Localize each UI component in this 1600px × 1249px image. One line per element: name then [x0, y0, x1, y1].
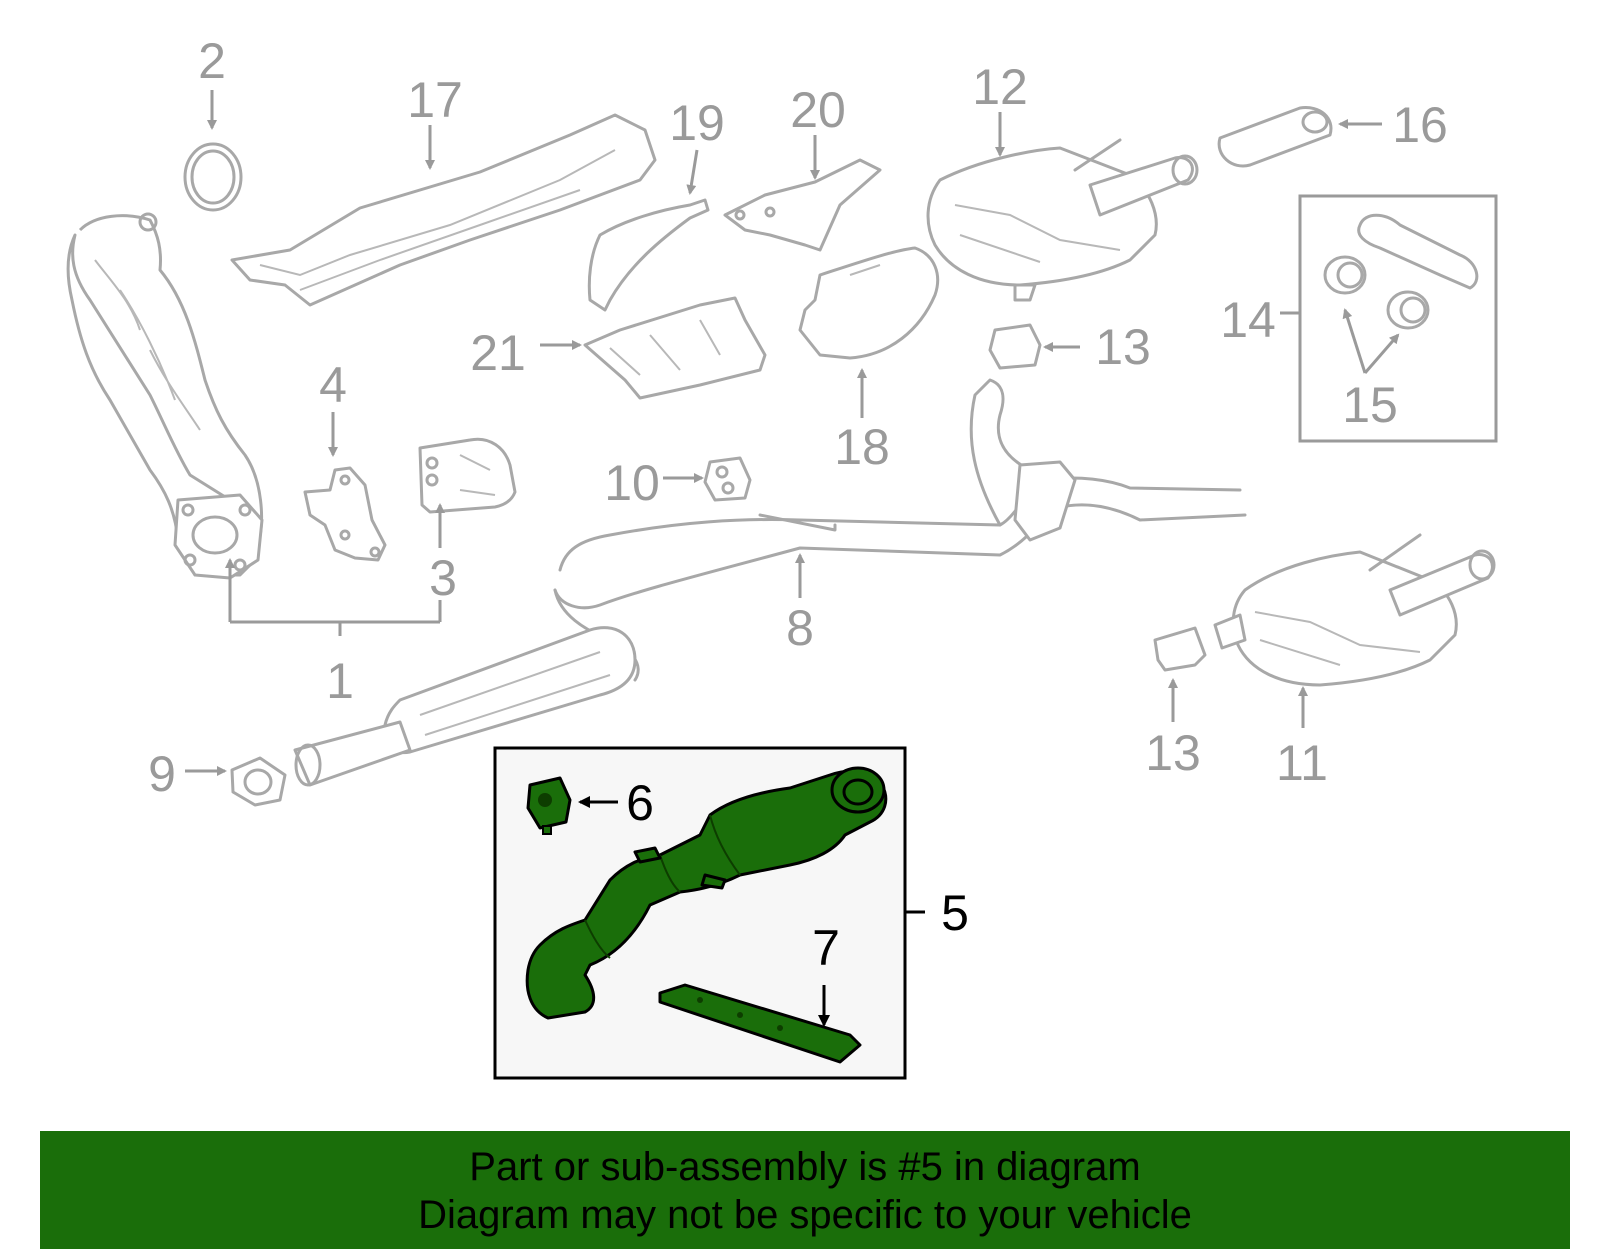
part-resonator: [293, 626, 637, 787]
callout-20: 20: [790, 82, 846, 138]
part-2-gasket: [183, 142, 243, 212]
callout-12: 12: [972, 59, 1028, 115]
callout-15: 15: [1342, 377, 1398, 433]
callout-19: 19: [669, 95, 725, 151]
callout-4: 4: [319, 357, 347, 413]
callout-16: 16: [1392, 97, 1448, 153]
callout-9: 9: [148, 746, 176, 802]
callout-7: 7: [812, 920, 840, 976]
part-7-heat-shield: [658, 983, 862, 1064]
part-20-bracket: [723, 158, 882, 252]
part-8-intermediate-pipe: [553, 378, 1247, 682]
leader-lines: [185, 90, 1400, 776]
part-21-heat-shield: [583, 296, 767, 400]
part-10-hanger: [703, 456, 752, 502]
callout-18: 18: [834, 419, 890, 475]
highlight-leader-lines: [578, 796, 830, 1027]
part-13-clamp-lower: [1153, 626, 1207, 672]
callout-11: 11: [1276, 735, 1328, 791]
callout-5: 5: [941, 885, 969, 941]
part-19-shield: [587, 198, 710, 312]
part-14-15-inset: [1298, 194, 1498, 443]
callout-17: 17: [407, 72, 463, 128]
part-13-clamp-upper: [988, 323, 1042, 370]
callout-13-lower: 13: [1145, 725, 1201, 781]
banner-line-part-number: Part or sub-assembly is #5 in diagram: [469, 1145, 1141, 1189]
part-16-exhaust-tip: [1217, 106, 1333, 168]
callout-2: 2: [198, 33, 226, 89]
part-6-hanger: [526, 776, 572, 835]
part-17-heat-shield: [230, 113, 657, 307]
callout-6: 6: [626, 775, 654, 831]
callout-21: 21: [470, 325, 526, 381]
part-5-converter-assembly: [525, 766, 888, 1020]
info-banner: Part or sub-assembly is #5 in diagram Di…: [40, 1131, 1570, 1249]
callout-labels: 1 2 3 4 5 6 7 8 9 10 11 12 13 13 14 15 1…: [148, 33, 1448, 976]
callout-10: 10: [604, 455, 660, 511]
callout-13-upper: 13: [1095, 319, 1151, 375]
callout-14: 14: [1220, 292, 1276, 348]
part-11-muffler: [1213, 533, 1496, 687]
part-1-manifold-pipe: [66, 212, 264, 580]
part-9-gasket: [230, 756, 287, 807]
callout-1: 1: [326, 653, 354, 709]
part-3-bracket: [418, 437, 517, 514]
callout-8: 8: [786, 600, 814, 656]
callout-3: 3: [429, 550, 457, 606]
part-4-bracket: [303, 466, 387, 562]
part-12-muffler: [926, 138, 1199, 302]
part-18-heat-shield: [798, 246, 940, 360]
banner-line-disclaimer: Diagram may not be specific to your vehi…: [418, 1193, 1192, 1237]
